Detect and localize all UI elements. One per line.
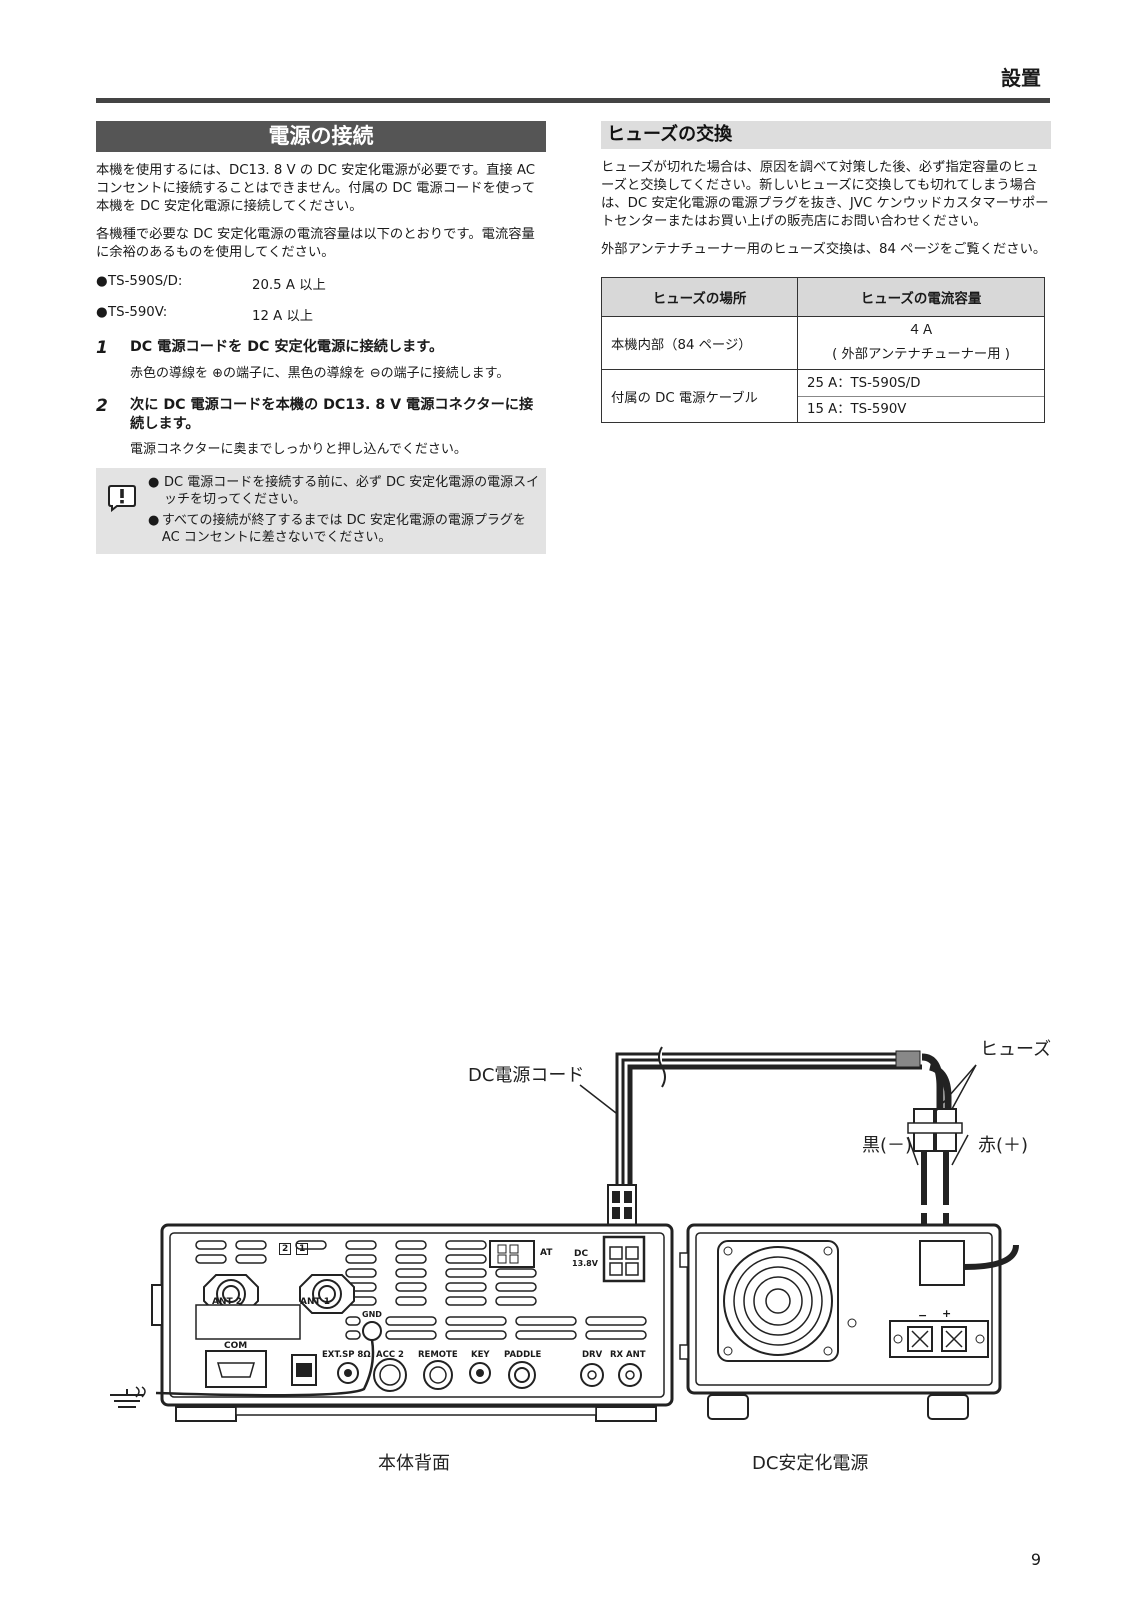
- page-number: 9: [1030, 1550, 1041, 1569]
- step-number: 2: [96, 396, 108, 416]
- caution-item: ● DC 電源コードを接続する前に、必ず DC 安定化電源の電源スイッチを切って…: [148, 474, 540, 508]
- bullet-value: 12 A 以上: [252, 309, 314, 324]
- label-key: KEY: [471, 1350, 490, 1360]
- bullet-dot-icon: ●: [148, 513, 160, 528]
- power-supply-unit: [679, 1223, 1019, 1420]
- label-gnd: GND: [362, 1310, 382, 1319]
- label-drv: DRV: [582, 1350, 603, 1360]
- step-text: DC 電源コードを DC 安定化電源に接続します。: [130, 339, 444, 355]
- label-rear-panel: 本体背面: [378, 1453, 450, 1474]
- ant1-connector: [299, 1274, 355, 1314]
- label-dc: DC: [574, 1249, 589, 1259]
- cell-capacity: 25 A：TS-590S/D 15 A：TS-590V: [797, 369, 1045, 423]
- label-dc-voltage: 13.8V: [572, 1259, 598, 1268]
- fuse-replacement-section: ヒューズの交換 ヒューズが切れた場合は、原因を調べて対策した後、必ず指定容量のヒ…: [601, 121, 1051, 423]
- table-header-row: ヒューズの場所 ヒューズの電流容量: [601, 277, 1045, 317]
- transceiver-rear-panel: [110, 1223, 674, 1422]
- header-rule: [96, 98, 1050, 103]
- label-terminal-minus: −: [918, 1309, 928, 1322]
- label-red-positive: 赤(＋): [978, 1135, 1029, 1156]
- section-title-power: 電源の接続: [96, 121, 546, 152]
- step-2: 2 次に DC 電源コードを本機の DC13. 8 V 電源コネクターに接続しま…: [96, 396, 546, 434]
- bullet-value: 20.5 A 以上: [252, 278, 326, 293]
- caution-note-box: ● DC 電源コードを接続する前に、必ず DC 安定化電源の電源スイッチを切って…: [96, 468, 546, 554]
- page-header-title: 設置: [1001, 66, 1041, 90]
- bullet-ts590sd: ● TS-590S/D: 20.5 A 以上: [96, 274, 546, 293]
- bullet-dot-icon: ●: [96, 305, 108, 320]
- label-ant2: ANT 2: [212, 1297, 243, 1307]
- ant2-connector: [203, 1274, 259, 1314]
- fuse-table: ヒューズの場所 ヒューズの電流容量 本機内部（84 ページ） ４Ａ ( 外部アン…: [601, 277, 1045, 423]
- current-capacity-paragraph: 各機種で必要な DC 安定化電源の電流容量は以下のとおりです。電流容量に余裕のあ…: [96, 227, 535, 260]
- label-ext-sp: EXT.SP 8Ω: [322, 1350, 371, 1360]
- label-fuse: ヒューズ: [980, 1039, 1052, 1060]
- bullet-dot-icon: ●: [148, 475, 160, 490]
- fuse-icon: [907, 1108, 963, 1152]
- bullet-model: TS-590V:: [108, 305, 168, 320]
- capacity-line: 15 A：TS-590V: [807, 401, 907, 417]
- label-paddle: PADDLE: [504, 1350, 542, 1360]
- step-number: 1: [96, 338, 108, 358]
- power-connection-section: 電源の接続 本機を使用するには、DC13. 8 V の DC 安定化電源が必要で…: [96, 121, 546, 554]
- step-2-detail: 電源コネクターに奥までしっかりと押し込んでください。: [130, 442, 467, 457]
- label-com: COM: [224, 1341, 248, 1351]
- bullet-ts590v: ● TS-590V: 12 A 以上: [96, 305, 546, 324]
- step-1-detail: 赤色の導線を ⊕の端子に、黒色の導線を ⊖の端子に接続します。: [130, 366, 510, 381]
- label-acc2: ACC 2: [376, 1350, 404, 1360]
- label-terminal-plus: +: [942, 1307, 952, 1320]
- caution-text: すべての接続が終了するまでは DC 安定化電源の電源プラグを AC コンセントに…: [161, 513, 526, 545]
- step-text: 次に DC 電源コードを本機の DC13. 8 V 電源コネクターに接続します。: [130, 397, 534, 432]
- fuse-intro-paragraph: ヒューズが切れた場合は、原因を調べて対策した後、必ず指定容量のヒューズと交換して…: [601, 160, 1049, 229]
- cell-capacity: ４Ａ ( 外部アンテナチューナー用 ): [797, 316, 1045, 370]
- terminal-block: [889, 1320, 989, 1358]
- connection-diagram: ANT 2 ANT 1 2 1 AT DC 13.8V GND COM EXT.…: [96, 1039, 1056, 1505]
- power-intro-paragraph: 本機を使用するには、DC13. 8 V の DC 安定化電源が必要です。直接 A…: [96, 163, 536, 214]
- label-num-2: 2: [279, 1243, 292, 1255]
- section-title-fuse: ヒューズの交換: [601, 121, 1051, 149]
- capacity-line: 25 A：TS-590S/D: [798, 371, 1044, 397]
- table-row: 本機内部（84 ページ） ４Ａ ( 外部アンテナチューナー用 ): [601, 316, 1045, 370]
- label-black-negative: 黒(－): [862, 1135, 913, 1156]
- caution-text: DC 電源コードを接続する前に、必ず DC 安定化電源の電源スイッチを切ってくだ…: [164, 475, 540, 507]
- step-1: 1 DC 電源コードを DC 安定化電源に接続します。: [96, 338, 546, 358]
- label-num-1: 1: [296, 1243, 309, 1255]
- label-dc-cord: DC電源コード: [468, 1065, 585, 1086]
- caution-icon: [96, 472, 148, 550]
- capacity-line: ( 外部アンテナチューナー用 ): [832, 347, 1010, 362]
- label-at: AT: [540, 1248, 553, 1258]
- capacity-line: ４Ａ: [907, 323, 935, 338]
- column-header-location: ヒューズの場所: [601, 277, 798, 317]
- caution-item: ● すべての接続が終了するまでは DC 安定化電源の電源プラグを AC コンセン…: [148, 512, 540, 546]
- bullet-model: TS-590S/D:: [108, 274, 183, 289]
- label-power-supply: DC安定化電源: [752, 1453, 869, 1474]
- caution-list: ● DC 電源コードを接続する前に、必ず DC 安定化電源の電源スイッチを切って…: [148, 472, 540, 550]
- label-remote: REMOTE: [418, 1350, 458, 1360]
- bullet-dot-icon: ●: [96, 274, 108, 289]
- label-rx-ant: RX ANT: [610, 1350, 646, 1360]
- connection-diagram-svg: [110, 1046, 1019, 1422]
- column-header-capacity: ヒューズの電流容量: [797, 277, 1045, 317]
- cell-location: 付属の DC 電源ケーブル: [601, 369, 798, 423]
- label-ant1: ANT 1: [300, 1297, 331, 1307]
- cell-location: 本機内部（84 ページ）: [601, 316, 798, 370]
- fuse-external-paragraph: 外部アンテナチューナー用のヒューズ交換は、84 ページをご覧ください。: [601, 242, 1047, 257]
- table-row: 付属の DC 電源ケーブル 25 A：TS-590S/D 15 A：TS-590…: [601, 369, 1045, 423]
